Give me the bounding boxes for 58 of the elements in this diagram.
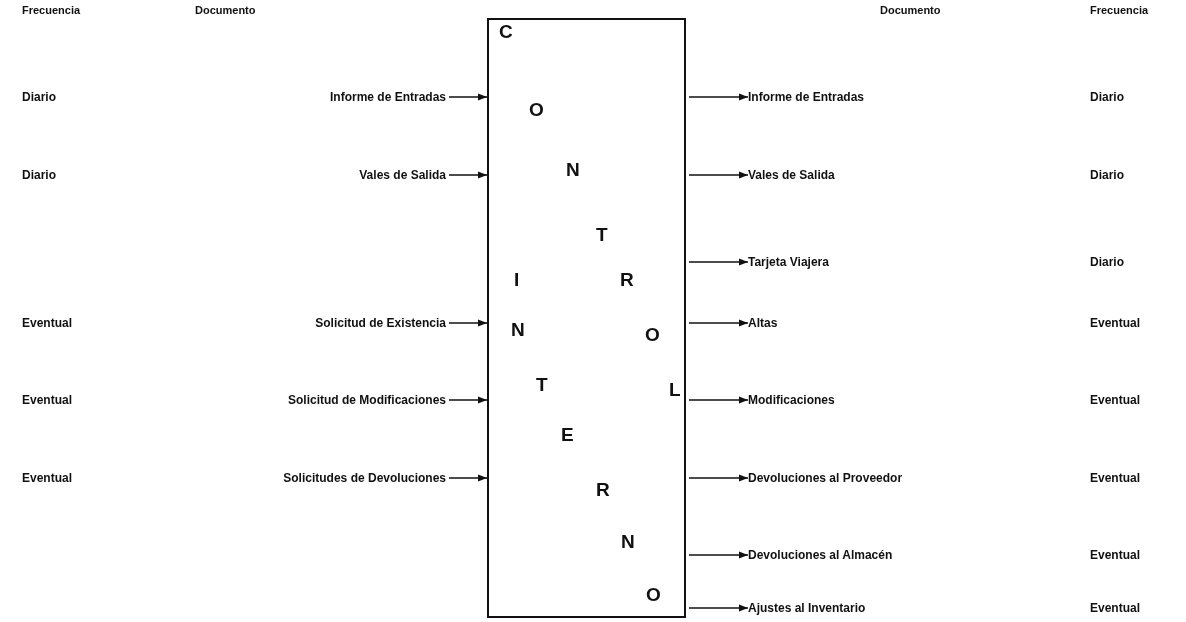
frequency-label: Eventual	[1090, 470, 1140, 486]
box-letter: T	[536, 375, 548, 395]
arrow	[688, 171, 749, 179]
box-letter: O	[646, 585, 661, 605]
frequency-label: Eventual	[22, 392, 72, 408]
box-letter: T	[596, 225, 608, 245]
document-label: Modificaciones	[748, 392, 835, 408]
document-label: Solicitud de Modificaciones	[287, 392, 446, 408]
column-header: Frecuencia	[22, 3, 81, 18]
box-letter: N	[621, 532, 635, 552]
box-letter: N	[566, 160, 580, 180]
box-letter: R	[620, 270, 634, 290]
document-label: Tarjeta Viajera	[748, 254, 829, 270]
arrow	[448, 171, 488, 179]
arrow	[688, 319, 749, 327]
frequency-label: Diario	[22, 167, 56, 183]
column-header: Frecuencia	[1090, 3, 1149, 18]
frequency-label: Eventual	[22, 315, 72, 331]
arrow	[688, 93, 749, 101]
column-header: Documento	[880, 3, 941, 18]
box-letter: N	[511, 320, 525, 340]
arrow	[688, 474, 749, 482]
box-letter: O	[645, 325, 660, 345]
frequency-label: Eventual	[22, 470, 72, 486]
arrow	[448, 474, 488, 482]
frequency-label: Diario	[1090, 254, 1124, 270]
document-label: Solicitud de Existencia	[315, 315, 446, 331]
arrow	[448, 319, 488, 327]
frequency-label: Eventual	[1090, 315, 1140, 331]
frequency-label: Diario	[1090, 89, 1124, 105]
box-letter: I	[514, 270, 520, 290]
document-label: Informe de Entradas	[329, 89, 446, 105]
box-letter: R	[596, 480, 610, 500]
document-label: Vales de Salida	[748, 167, 835, 183]
document-label: Altas	[748, 315, 778, 331]
arrow	[688, 551, 749, 559]
box-letter: L	[669, 380, 681, 400]
frequency-label: Diario	[22, 89, 56, 105]
document-label: Devoluciones al Almacén	[748, 547, 893, 563]
document-label: Solicitudes de Devoluciones	[283, 470, 446, 486]
arrow	[688, 396, 749, 404]
frequency-label: Eventual	[1090, 547, 1140, 563]
arrow	[688, 604, 749, 612]
document-label: Vales de Salida	[359, 167, 446, 183]
document-label: Devoluciones al Proveedor	[748, 470, 903, 486]
column-header: Documento	[195, 3, 256, 18]
frequency-label: Eventual	[1090, 392, 1140, 408]
box-letter: O	[529, 100, 544, 120]
frequency-label: Diario	[1090, 167, 1124, 183]
control-box	[487, 18, 686, 618]
arrow	[448, 396, 488, 404]
document-label: Informe de Entradas	[748, 89, 865, 105]
box-letter: E	[561, 425, 574, 445]
arrow	[448, 93, 488, 101]
box-letter: C	[499, 22, 513, 42]
document-label: Ajustes al Inventario	[748, 600, 866, 616]
arrow	[688, 258, 749, 266]
frequency-label: Eventual	[1090, 600, 1140, 616]
